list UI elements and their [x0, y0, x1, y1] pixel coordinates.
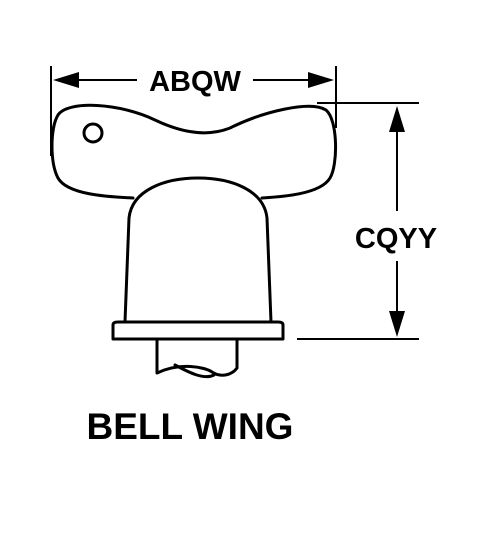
width-arrow-right-icon — [308, 72, 334, 88]
height-dimension: CQYY — [297, 102, 437, 340]
stem — [155, 337, 239, 377]
wing-head — [50, 103, 338, 200]
flange — [111, 320, 285, 341]
diagram-caption: BELL WING — [87, 406, 294, 447]
wing-hole — [82, 122, 104, 144]
height-dimension-label: CQYY — [355, 223, 437, 255]
width-dimension-label: ABQW — [149, 66, 241, 98]
bell-wing-part — [50, 103, 338, 379]
stem-break-line — [173, 363, 216, 379]
height-arrow-bottom-icon — [389, 311, 405, 337]
bell-body — [123, 176, 273, 324]
width-arrow-left-icon — [53, 72, 79, 88]
height-arrow-top-icon — [389, 106, 405, 132]
width-dimension: ABQW — [50, 66, 337, 156]
